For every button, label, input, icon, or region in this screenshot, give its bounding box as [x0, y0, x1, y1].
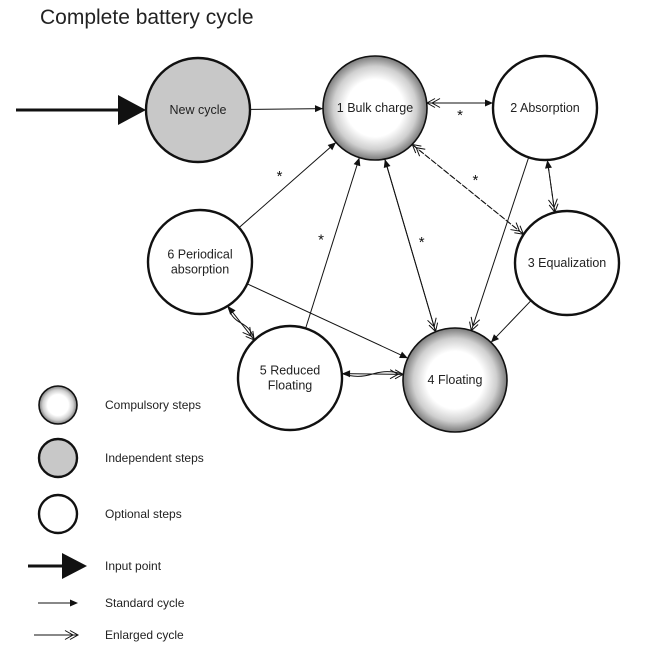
arrowhead — [227, 306, 236, 315]
legend-label: Input point — [105, 559, 162, 573]
optional-marker: * — [457, 107, 463, 124]
node-equalization-circle — [513, 209, 621, 317]
edge-periodical-to-bulk: * — [238, 141, 337, 229]
legend-label: Compulsory steps — [105, 398, 201, 412]
arrowhead-double — [430, 98, 441, 108]
node-periodical-circle — [146, 208, 254, 316]
node-reduced-label: Floating — [268, 379, 313, 393]
arrowhead-double — [415, 147, 426, 157]
edge-input-to-new — [16, 95, 146, 125]
edge-line — [384, 159, 437, 332]
arrowhead — [545, 160, 552, 169]
edge-floating-to-reduced — [341, 370, 404, 378]
node-floating: 4 Floating — [402, 327, 508, 433]
edge-absorption-to-bulk: * — [425, 98, 493, 124]
arrowhead-double — [470, 316, 481, 327]
legend-label: Standard cycle — [105, 596, 185, 610]
arrowhead-double — [69, 630, 80, 640]
arrowhead — [353, 157, 361, 167]
edge-line — [490, 300, 532, 343]
edge-line — [305, 157, 360, 329]
legend-item-standard: Standard cycle — [38, 596, 185, 610]
edge-line — [246, 283, 409, 359]
arrowhead — [342, 370, 351, 378]
edge-line — [546, 160, 556, 213]
node-absorption: 2 Absorption — [491, 54, 599, 162]
optional-marker: * — [472, 172, 478, 189]
node-absorption-label: 2 Absorption — [510, 101, 580, 115]
legend-item-independent: Independent steps — [37, 437, 204, 479]
optional-marker: * — [419, 234, 425, 251]
node-floating-circle — [402, 327, 508, 433]
edges-layer: * * * * * — [16, 95, 559, 380]
diagram-title: Complete battery cycle — [40, 6, 254, 29]
arrowhead-double — [548, 198, 558, 209]
node-bulk: 1 Bulk charge — [322, 55, 428, 161]
edge-line — [470, 157, 530, 331]
legend-item-optional: Optional steps — [37, 493, 182, 535]
edge-line — [249, 108, 324, 110]
legend-label: Optional steps — [105, 507, 182, 521]
edge-reduced-to-bulk: * — [305, 157, 361, 329]
node-reduced-circle — [236, 324, 344, 432]
arrowhead-double — [64, 630, 75, 640]
input-arrowhead-icon — [62, 553, 87, 579]
optional-marker: * — [277, 168, 283, 185]
node-new-circle — [144, 56, 252, 164]
edge-line — [341, 371, 404, 377]
optional-marker: * — [318, 231, 324, 248]
arrowhead — [314, 105, 324, 113]
node-equalization-label: 3 Equalization — [528, 256, 607, 270]
nodes-layer: New cycle 1 Bulk charge 2 Absorption 3 Equa… — [144, 54, 621, 433]
edge-new-to-bulk — [249, 105, 324, 113]
node-bulk-label: 1 Bulk charge — [337, 101, 413, 115]
arrowhead — [490, 334, 500, 343]
edge-floating-to-bulk: * — [383, 159, 437, 332]
legend-item-compulsory: Compulsory steps — [38, 385, 201, 425]
arrowhead — [70, 599, 78, 607]
legend-label: Enlarged cycle — [105, 628, 184, 642]
node-periodical-label: 6 Periodical — [167, 248, 232, 262]
edge-equalization-to-absorption — [545, 160, 556, 213]
legend-item-input: Input point — [28, 553, 162, 579]
arrowhead — [383, 159, 391, 168]
input-arrow-head — [118, 95, 146, 125]
node-bulk-circle — [322, 55, 428, 161]
node-absorption-circle — [491, 54, 599, 162]
node-reduced-label: 5 Reduced — [260, 364, 321, 378]
node-periodical-label: absorption — [171, 263, 229, 277]
legend-item-enlarged: Enlarged cycle — [34, 628, 184, 642]
arrowhead — [399, 351, 408, 359]
arrowhead-double — [389, 369, 400, 380]
node-floating-label: 4 Floating — [428, 373, 483, 387]
node-new: New cycle — [144, 56, 252, 164]
compulsory-circle-icon — [38, 385, 78, 425]
node-new-label: New cycle — [170, 103, 227, 117]
edge-periodical-to-floating — [246, 283, 409, 359]
optional-circle-icon — [37, 493, 79, 535]
node-equalization: 3 Equalization — [513, 209, 621, 317]
arrowhead — [327, 142, 336, 151]
edge-equalization-to-floating — [490, 300, 532, 343]
edge-reduced-to-periodical — [227, 305, 255, 341]
edge-line — [238, 141, 337, 229]
legend-label: Independent steps — [105, 451, 204, 465]
independent-circle-icon — [37, 437, 79, 479]
